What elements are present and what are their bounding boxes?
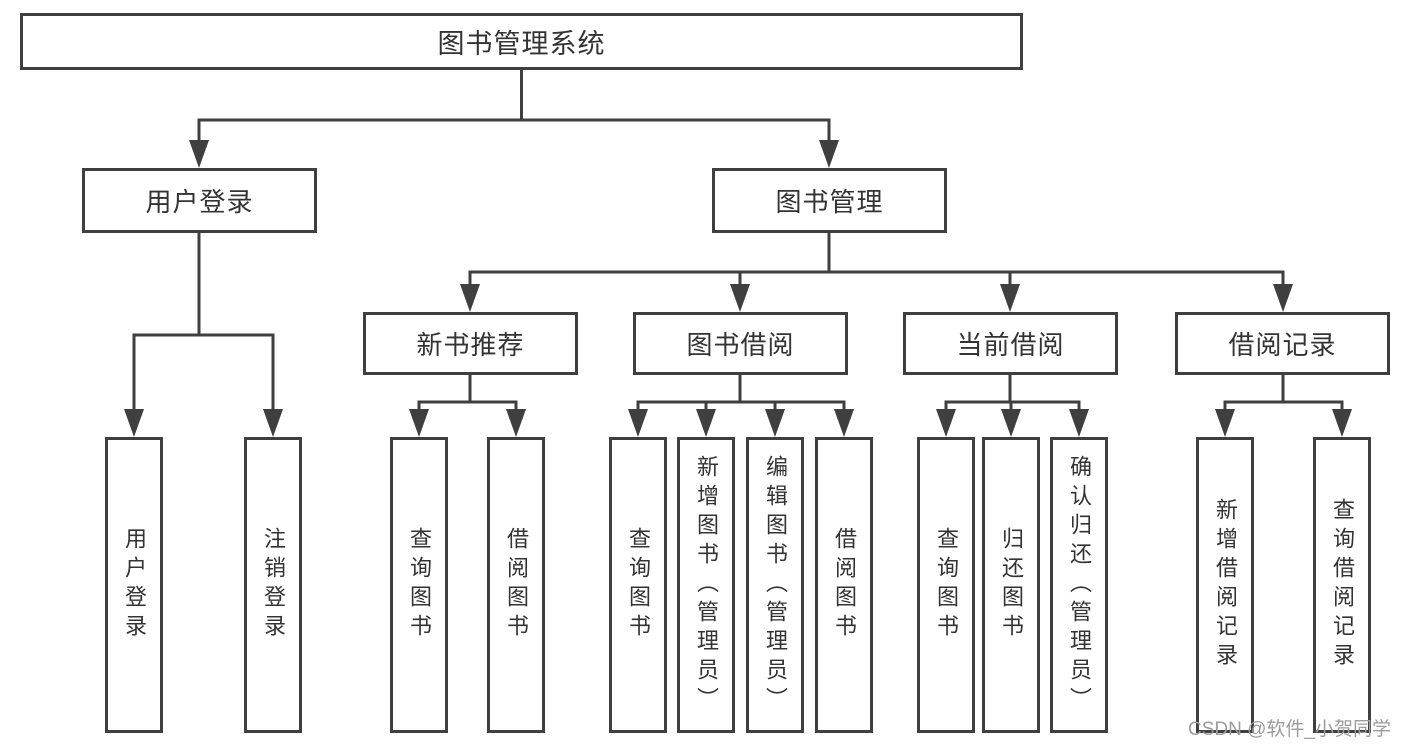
leaf-current-confirm-admin: 确认归还（管理员）	[1050, 437, 1108, 733]
connector-mgmt-to-level3	[468, 233, 1285, 288]
connector-login-to-leaves	[132, 233, 275, 413]
node-current-borrow: 当前借阅	[903, 312, 1118, 375]
leaf-newbooks-borrow-label: 借阅图书	[504, 527, 529, 643]
leaf-records-query-label: 查询借阅记录	[1330, 498, 1355, 672]
leaf-borrow-borrow: 借阅图书	[815, 437, 873, 733]
leaf-newbooks-query: 查询图书	[390, 437, 448, 733]
leaf-borrow-edit-admin: 编辑图书（管理员）	[746, 437, 804, 733]
node-borrow-records-label: 借阅记录	[1228, 330, 1337, 360]
node-user-login-branch-label: 用户登录	[145, 187, 254, 217]
node-user-login-branch: 用户登录	[82, 168, 317, 233]
node-book-mgmt-branch-label: 图书管理	[775, 187, 884, 217]
connector-current-to-leaves	[944, 375, 1081, 413]
leaf-current-confirm-admin-label: 确认归还（管理员）	[1067, 454, 1092, 716]
leaf-user-login: 用户登录	[105, 437, 163, 733]
node-borrow-records: 借阅记录	[1175, 312, 1390, 375]
leaf-borrow-borrow-label: 借阅图书	[832, 527, 857, 643]
csdn-watermark: CSDN @软件_小贺同学	[1188, 719, 1391, 740]
leaf-current-return-label: 归还图书	[999, 527, 1024, 643]
leaf-records-query: 查询借阅记录	[1313, 437, 1371, 733]
node-system-root-label: 图书管理系统	[437, 29, 606, 59]
leaf-borrow-add-admin: 新增图书（管理员）	[677, 437, 735, 733]
leaf-logout: 注销登录	[244, 437, 302, 733]
node-new-book-recommend: 新书推荐	[363, 312, 578, 375]
leaf-current-query: 查询图书	[917, 437, 975, 733]
leaf-records-add-label: 新增借阅记录	[1213, 498, 1238, 672]
connector-borrow-to-leaves	[636, 375, 846, 413]
leaf-borrow-add-admin-label: 新增图书（管理员）	[694, 454, 719, 716]
leaf-newbooks-query-label: 查询图书	[407, 527, 432, 643]
node-book-mgmt-branch: 图书管理	[712, 168, 947, 233]
leaf-current-return: 归还图书	[982, 437, 1040, 733]
leaf-borrow-edit-admin-label: 编辑图书（管理员）	[763, 454, 788, 716]
connector-newbooks-to-leaves	[417, 375, 518, 413]
leaf-current-query-label: 查询图书	[934, 527, 959, 643]
node-new-book-recommend-label: 新书推荐	[416, 330, 525, 360]
leaf-borrow-query-label: 查询图书	[626, 527, 651, 643]
node-book-borrow: 图书借阅	[633, 312, 848, 375]
leaf-logout-label: 注销登录	[261, 527, 286, 643]
connector-root-to-level2	[197, 70, 831, 144]
leaf-newbooks-borrow: 借阅图书	[487, 437, 545, 733]
node-system-root: 图书管理系统	[20, 13, 1023, 70]
node-book-borrow-label: 图书借阅	[686, 330, 795, 360]
leaf-borrow-query: 查询图书	[609, 437, 667, 733]
node-current-borrow-label: 当前借阅	[956, 330, 1065, 360]
leaf-records-add: 新增借阅记录	[1196, 437, 1254, 733]
leaf-user-login-label: 用户登录	[122, 527, 147, 643]
connector-records-to-leaves	[1223, 375, 1344, 413]
